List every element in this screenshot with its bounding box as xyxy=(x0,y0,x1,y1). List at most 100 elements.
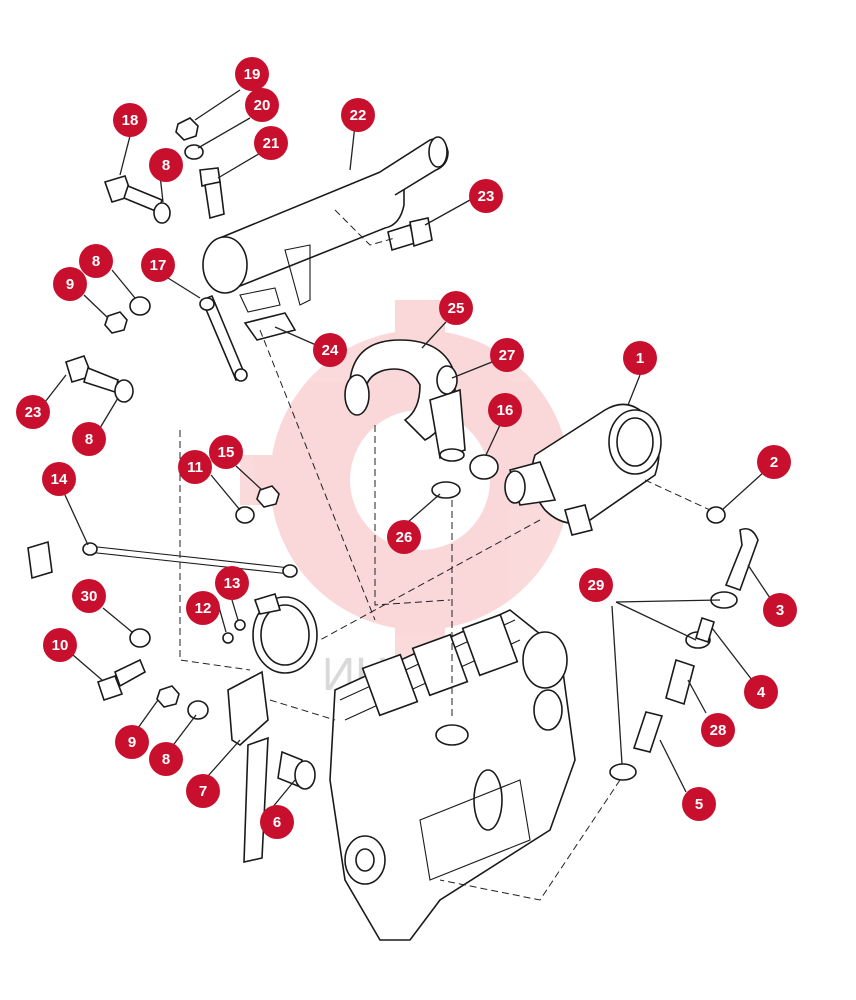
callout-22: 22 xyxy=(341,98,375,132)
air-cleaner-band-clamp xyxy=(252,593,318,674)
callout-10: 10 xyxy=(43,628,77,662)
callout-15: 15 xyxy=(209,435,243,469)
callout-9-top: 9 xyxy=(53,267,87,301)
callout-8-top: 8 xyxy=(149,148,183,182)
svg-text:10: 10 xyxy=(52,637,69,654)
svg-text:14: 14 xyxy=(51,471,68,488)
nut-9-upper xyxy=(104,311,128,334)
svg-text:23: 23 xyxy=(478,188,495,205)
callout-4: 4 xyxy=(744,675,778,709)
svg-text:28: 28 xyxy=(710,722,727,739)
exhaust-gasket xyxy=(243,312,297,341)
svg-text:27: 27 xyxy=(499,347,516,364)
svg-text:6: 6 xyxy=(273,814,281,831)
svg-text:25: 25 xyxy=(448,300,465,317)
svg-text:8: 8 xyxy=(162,157,170,174)
washer-8-mid xyxy=(129,296,151,316)
mounting-bracket-7 xyxy=(227,670,269,746)
svg-text:8: 8 xyxy=(85,431,93,448)
svg-text:8: 8 xyxy=(92,253,100,270)
svg-text:26: 26 xyxy=(396,529,413,546)
callout-3: 3 xyxy=(763,593,797,627)
callout-1: 1 xyxy=(623,341,657,375)
svg-text:2: 2 xyxy=(770,454,778,471)
callout-11: 11 xyxy=(178,450,212,484)
washer-8-left xyxy=(114,379,134,403)
bolt-6 xyxy=(277,750,316,790)
screw-12 xyxy=(222,632,234,644)
svg-text:11: 11 xyxy=(187,459,203,476)
bracket-strip xyxy=(243,736,269,864)
connector-4 xyxy=(695,616,715,644)
callout-23-top: 23 xyxy=(469,179,503,213)
svg-text:7: 7 xyxy=(199,783,207,800)
tube-28 xyxy=(665,658,695,706)
hose-clamp-29-c xyxy=(609,763,637,781)
svg-text:16: 16 xyxy=(497,402,514,419)
svg-text:18: 18 xyxy=(122,112,139,129)
callout-6: 6 xyxy=(260,805,294,839)
callout-9-bottom: 9 xyxy=(115,725,149,759)
callout-leader-lines xyxy=(44,89,771,809)
callout-20: 20 xyxy=(245,88,279,122)
callout-28: 28 xyxy=(701,713,735,747)
callout-14: 14 xyxy=(42,462,76,496)
svg-text:3: 3 xyxy=(776,602,784,619)
bolt-23-top xyxy=(387,217,433,252)
nut-9-lower xyxy=(156,685,180,708)
tube-5 xyxy=(632,711,664,753)
elbow-hose-3 xyxy=(724,527,759,592)
washer-30 xyxy=(129,628,151,648)
callout-26: 26 xyxy=(387,520,421,554)
callout-8-left: 8 xyxy=(72,422,106,456)
svg-text:1: 1 xyxy=(636,350,644,367)
washer-11 xyxy=(235,506,255,524)
nut-15 xyxy=(256,485,280,508)
callout-25: 25 xyxy=(439,291,473,325)
svg-text:8: 8 xyxy=(162,751,170,768)
svg-text:9: 9 xyxy=(128,734,136,751)
bolt-21 xyxy=(199,167,225,220)
svg-text:15: 15 xyxy=(218,444,235,461)
washer-13 xyxy=(234,619,246,631)
callout-19: 19 xyxy=(235,57,269,91)
callout-21: 21 xyxy=(254,126,288,160)
svg-text:20: 20 xyxy=(254,97,271,114)
svg-text:4: 4 xyxy=(757,684,766,701)
callout-27: 27 xyxy=(490,338,524,372)
svg-text:21: 21 xyxy=(263,135,280,152)
muffler xyxy=(202,136,449,313)
callout-8-bottom: 8 xyxy=(149,742,183,776)
intake-tube-25 xyxy=(344,339,466,462)
nut-19 xyxy=(175,117,199,141)
callout-12: 12 xyxy=(186,591,220,625)
callout-17: 17 xyxy=(141,248,175,282)
svg-text:9: 9 xyxy=(66,276,74,293)
svg-text:23: 23 xyxy=(25,404,42,421)
callout-2: 2 xyxy=(757,445,791,479)
bolt-18 xyxy=(103,175,163,214)
callout-18: 18 xyxy=(113,103,147,137)
svg-text:22: 22 xyxy=(350,107,367,124)
callout-24: 24 xyxy=(313,333,347,367)
air-cleaner-1 xyxy=(504,403,662,536)
callout-13: 13 xyxy=(215,566,249,600)
fitting-2 xyxy=(706,506,726,524)
svg-text:30: 30 xyxy=(81,588,98,605)
callout-29: 29 xyxy=(579,568,613,602)
hose-clamp-27 xyxy=(436,365,458,395)
bolt-23-left xyxy=(65,355,119,394)
callouts: 1 2 3 4 5 6 7 8 xyxy=(16,57,797,839)
assembly-guide-lines xyxy=(179,209,711,901)
callout-30: 30 xyxy=(72,579,106,613)
washer-8-top xyxy=(153,202,171,224)
svg-text:13: 13 xyxy=(224,575,241,592)
callout-8-mid: 8 xyxy=(79,244,113,278)
bracket-strap-17 xyxy=(199,294,248,382)
engine-block xyxy=(329,609,576,941)
svg-text:12: 12 xyxy=(195,600,212,617)
svg-text:17: 17 xyxy=(150,257,167,274)
bolt-10 xyxy=(96,658,147,702)
support-rod-14 xyxy=(27,540,298,580)
svg-text:24: 24 xyxy=(322,342,339,359)
